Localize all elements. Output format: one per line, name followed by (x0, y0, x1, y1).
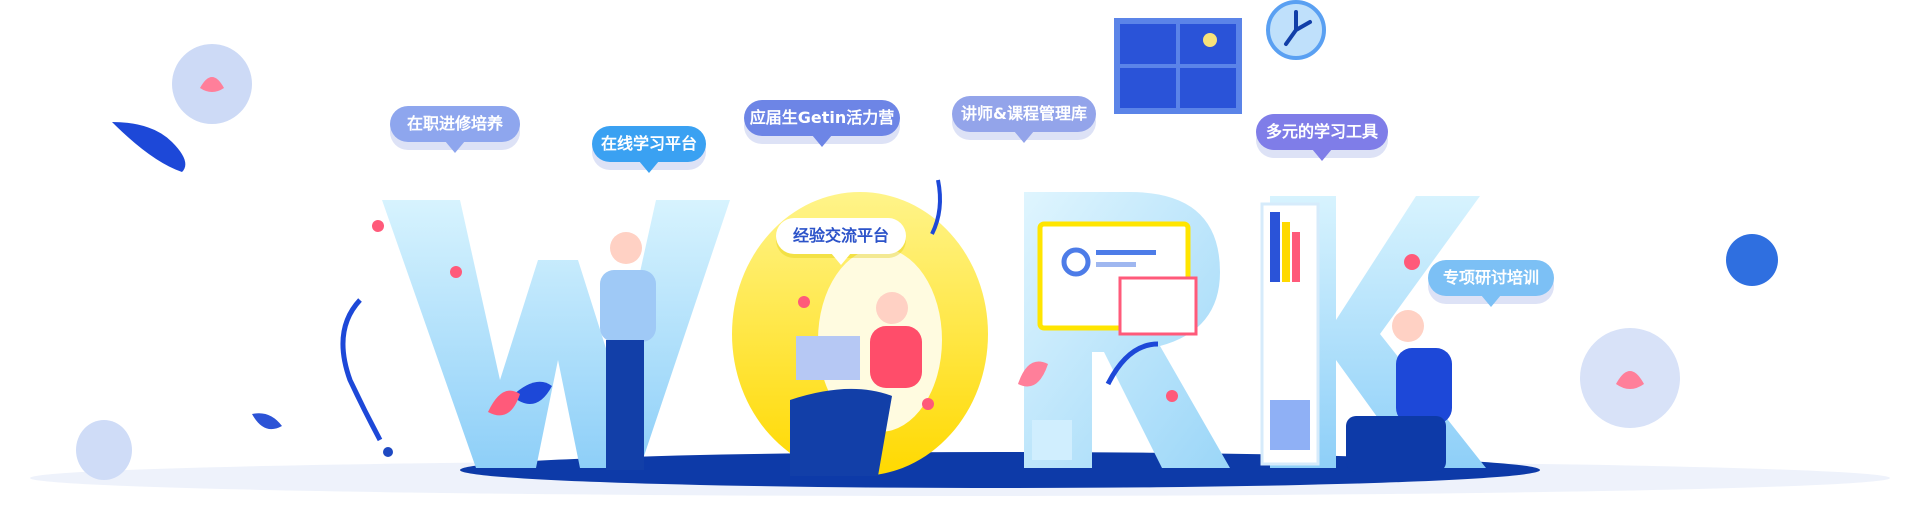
pink-plant (488, 390, 520, 416)
person-2-legs (790, 388, 892, 476)
person-3-legs (1346, 416, 1446, 472)
pink-flower-1 (798, 296, 810, 308)
flower-icon (200, 77, 224, 92)
bubble-zhuanxiang: 专项研讨培训 (1428, 260, 1554, 307)
book-2 (1282, 222, 1290, 282)
book-1 (1270, 212, 1280, 282)
blue-leaf-top-left (112, 122, 186, 172)
book-stack (1270, 400, 1310, 450)
letter-w (382, 200, 730, 468)
pink-leaf-r (1018, 361, 1048, 387)
bubble-duoyuan: 多元的学习工具 (1256, 114, 1388, 161)
pink-flower-3 (1166, 390, 1178, 402)
dot-small (383, 447, 393, 457)
person-1-head (610, 232, 642, 264)
window-pane-3 (1120, 68, 1176, 108)
pink-flower-5 (372, 220, 384, 232)
book-3 (1292, 232, 1300, 282)
moon-icon (1203, 33, 1217, 47)
person-1-legs (606, 340, 644, 470)
bubble-jingyan: 经验交流平台 (776, 218, 906, 265)
plant-o-top (930, 179, 942, 235)
clock-hands (1284, 10, 1312, 46)
plant-leaf-1 (512, 381, 552, 404)
bubble-zaixian: 在线学习平台 (592, 126, 706, 173)
donut-chart-icon (1061, 247, 1091, 277)
chart-card (1118, 276, 1198, 336)
window-pane-1 (1120, 24, 1176, 64)
blob-bottom-left (76, 420, 132, 480)
bubble-yingjie: 应届生Getin活力营 (744, 100, 900, 147)
person-2-body (870, 326, 922, 388)
laptop-icon (796, 336, 860, 380)
plant-right-1 (1105, 341, 1159, 386)
flower-icon-2 (1616, 371, 1644, 389)
person-3-head (1392, 310, 1424, 342)
pot (1032, 420, 1072, 460)
pink-flower-6 (450, 266, 462, 278)
bar-line-1 (1096, 250, 1156, 255)
bubble-zaizhi: 在职进修培养 (390, 106, 520, 153)
person-3-body (1396, 348, 1452, 424)
person-1-body (600, 270, 656, 342)
pink-flower-4 (1404, 254, 1420, 270)
window-pane-4 (1180, 68, 1236, 108)
small-leaf-left (252, 413, 282, 430)
bubble-jiangshi: 讲师&课程管理库 (952, 96, 1096, 143)
pink-flower-2 (922, 398, 934, 410)
circle-right-solid (1726, 234, 1778, 286)
plant-left-1 (340, 298, 383, 442)
bar-line-2 (1096, 262, 1136, 267)
person-2-head (876, 292, 908, 324)
